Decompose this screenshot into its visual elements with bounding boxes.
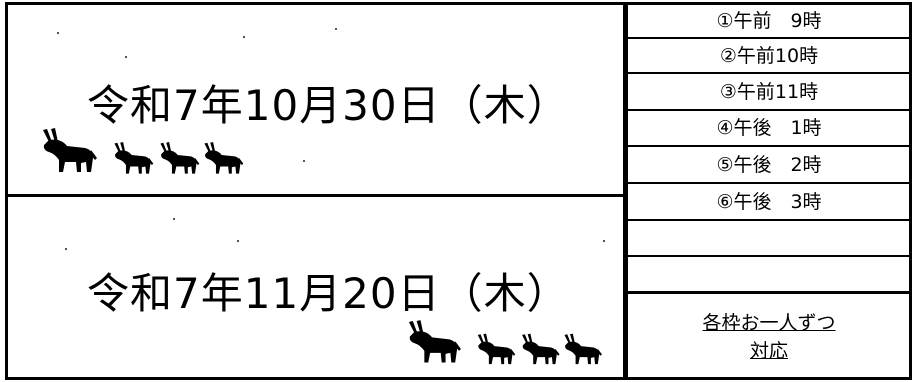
- time-slot-4: ④午後 1時: [716, 117, 822, 139]
- row-line: [627, 255, 912, 257]
- scan-speck: [173, 218, 175, 220]
- donkey-icon: [564, 333, 602, 365]
- scan-speck: [125, 56, 127, 58]
- row-line: [627, 291, 912, 294]
- donkey-herd-2: [408, 320, 602, 365]
- row-line: [627, 219, 912, 221]
- date-divider: [5, 194, 625, 197]
- scan-speck: [303, 160, 305, 162]
- column-divider: [623, 2, 628, 380]
- donkey-icon: [408, 320, 461, 363]
- time-slot-6: ⑥午後 3時: [716, 191, 822, 213]
- donkey-icon: [43, 128, 97, 172]
- row-line: [627, 72, 912, 74]
- table-border-top: [5, 2, 912, 5]
- scan-speck: [65, 248, 67, 250]
- table-border-left: [5, 2, 8, 380]
- donkey-icon: [160, 142, 200, 174]
- time-slot-5: ⑤午後 2時: [716, 154, 822, 176]
- time-slot-3: ③午前11時: [719, 81, 819, 103]
- donkey-icon: [477, 333, 516, 365]
- scan-speck: [335, 28, 337, 30]
- row-line: [627, 109, 912, 111]
- row-line: [627, 37, 912, 39]
- table-border-bottom: [5, 377, 912, 380]
- note-line-1: 各枠お一人ずつ: [702, 312, 836, 334]
- scan-speck: [237, 240, 239, 242]
- time-slot-2: ②午前10時: [719, 45, 819, 67]
- table-border-right: [909, 2, 912, 380]
- date-1: 令和7年10月30日（木）: [87, 81, 570, 130]
- scan-speck: [57, 32, 59, 34]
- donkey-icon: [114, 142, 154, 174]
- donkey-icon: [522, 333, 560, 365]
- donkey-icon: [204, 142, 244, 174]
- donkey-herd-1: [43, 128, 244, 174]
- note-line-2: 対応: [749, 340, 788, 362]
- date-2: 令和7年11月20日（木）: [87, 269, 570, 318]
- scan-speck: [243, 36, 245, 38]
- row-line: [627, 182, 912, 184]
- time-slot-1: ①午前 9時: [716, 10, 822, 32]
- row-line: [627, 145, 912, 147]
- scan-speck: [603, 240, 605, 242]
- schedule-table: 令和7年10月30日（木） 令和7年11月20日（木） ①午前 9時 ②午前10…: [5, 2, 912, 380]
